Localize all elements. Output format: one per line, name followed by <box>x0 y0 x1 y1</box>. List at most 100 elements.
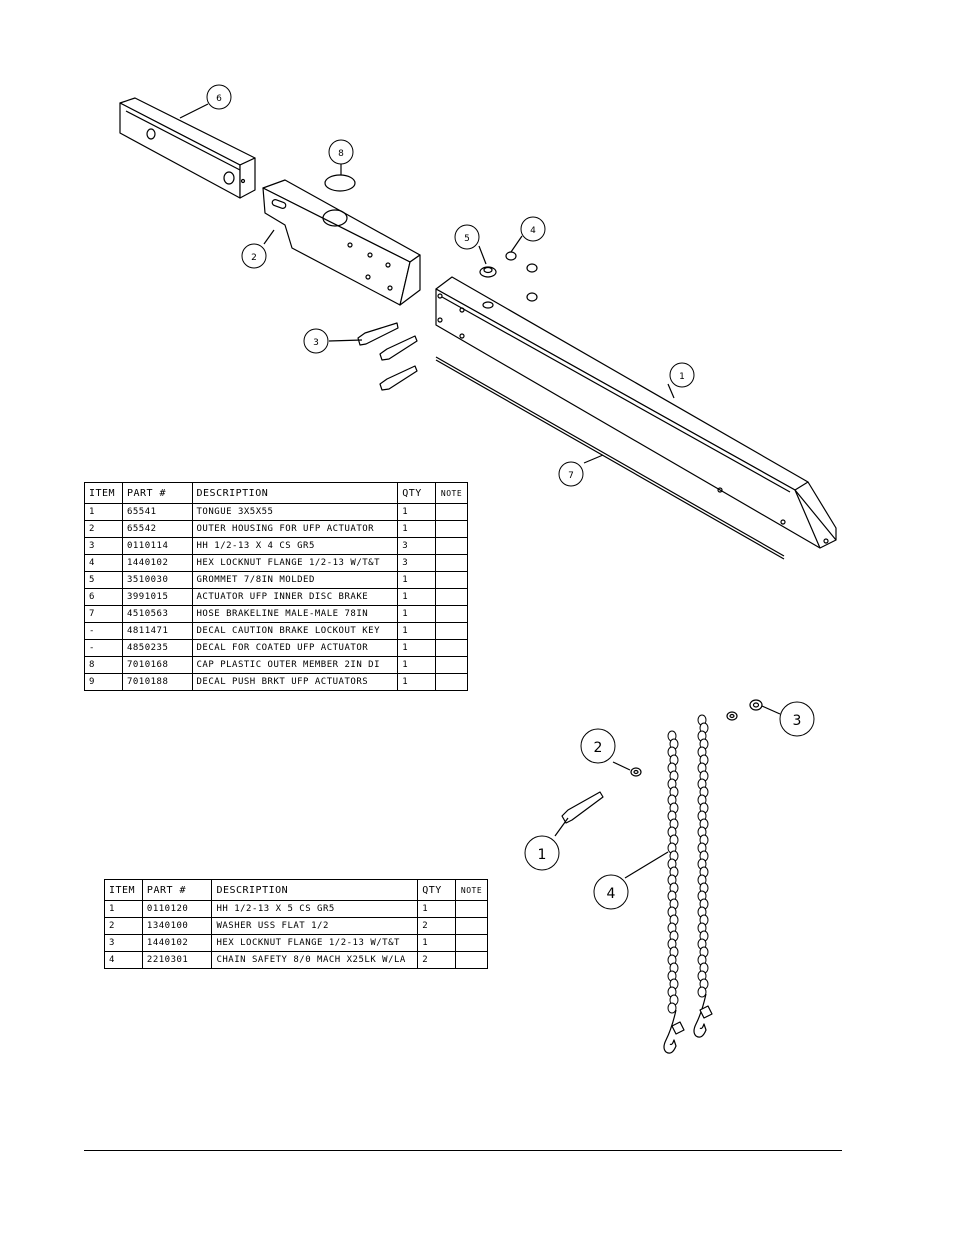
svg-text:1: 1 <box>538 847 547 863</box>
cell-description: DECAL CAUTION BRAKE LOCKOUT KEY <box>191 622 399 640</box>
cell-description: DECAL PUSH BRKT UFP ACTUATORS <box>191 673 399 691</box>
cell-qty: 2 <box>417 917 457 935</box>
cell-part-number: 7010188 <box>121 673 193 691</box>
cell-item: 7 <box>84 605 123 623</box>
callout-balloons-top: 6 8 2 5 4 3 1 7 <box>206 84 695 487</box>
cell-item: 3 <box>104 934 143 952</box>
cell-qty: 1 <box>397 503 437 521</box>
cell-item: 9 <box>84 673 123 691</box>
cell-item: 4 <box>104 951 143 969</box>
cell-item: 4 <box>84 554 123 572</box>
cell-note <box>435 554 468 572</box>
header-part-number: PART # <box>121 482 193 504</box>
bolt-parts <box>357 322 418 391</box>
svg-text:2: 2 <box>594 740 603 756</box>
callout-2: 2 <box>241 243 267 269</box>
cell-item: 2 <box>104 917 143 935</box>
cell-note <box>435 622 468 640</box>
grommet-part <box>479 266 497 278</box>
cell-item: - <box>84 639 123 657</box>
footer-rule <box>84 1150 842 1151</box>
callout-8: 8 <box>328 139 354 165</box>
svg-text:6: 6 <box>216 94 222 104</box>
cell-part-number: 0110114 <box>121 537 193 555</box>
cell-qty: 1 <box>417 934 457 952</box>
callout-4: 4 <box>520 216 546 242</box>
cell-part-number: 65542 <box>121 520 193 538</box>
table-header-row: ITEM PART # DESCRIPTION QTY NOTE <box>104 879 488 901</box>
cell-part-number: 4510563 <box>121 605 193 623</box>
cell-item: 8 <box>84 656 123 674</box>
cell-note <box>435 520 468 538</box>
header-description: DESCRIPTION <box>211 879 419 901</box>
chain-link <box>697 986 707 998</box>
cell-description: CAP PLASTIC OUTER MEMBER 2IN DI <box>191 656 399 674</box>
cell-note <box>435 588 468 606</box>
svg-text:3: 3 <box>793 713 802 729</box>
svg-text:2: 2 <box>251 253 257 263</box>
svg-text:3: 3 <box>313 338 319 348</box>
callout-1: 1 <box>669 362 695 388</box>
callout-4-bottom: 4 <box>593 874 629 910</box>
callout-5: 5 <box>454 224 480 250</box>
header-qty: QTY <box>417 879 457 901</box>
chain-link <box>667 1002 677 1014</box>
cell-qty: 1 <box>397 588 437 606</box>
cell-note <box>455 934 488 952</box>
cell-description: TONGUE 3X5X55 <box>191 503 399 521</box>
cell-note <box>435 673 468 691</box>
cell-description: HEX LOCKNUT FLANGE 1/2-13 W/T&T <box>191 554 399 572</box>
brake-hose-part <box>435 356 785 560</box>
header-description: DESCRIPTION <box>191 482 399 504</box>
plastic-cap-part <box>324 174 356 192</box>
cell-description: ACTUATOR UFP INNER DISC BRAKE <box>191 588 399 606</box>
cell-description: WASHER USS FLAT 1/2 <box>211 917 419 935</box>
cell-qty: 1 <box>397 656 437 674</box>
cell-part-number: 2210301 <box>141 951 213 969</box>
cell-qty: 2 <box>417 951 457 969</box>
cell-item: 1 <box>84 503 123 521</box>
cell-description: CHAIN SAFETY 8/0 MACH X25LK W/LA <box>211 951 419 969</box>
locknut-parts <box>505 251 538 302</box>
cell-note <box>435 605 468 623</box>
header-item: ITEM <box>84 482 123 504</box>
cell-note <box>455 951 488 969</box>
cell-note <box>435 537 468 555</box>
cell-item: - <box>84 622 123 640</box>
cell-description: HOSE BRAKELINE MALE-MALE 78IN <box>191 605 399 623</box>
safety-chain-parts <box>667 714 709 1014</box>
cell-part-number: 3510030 <box>121 571 193 589</box>
svg-text:5: 5 <box>464 234 470 244</box>
cell-note <box>435 656 468 674</box>
cell-item: 1 <box>104 900 143 918</box>
callout-3: 3 <box>303 328 329 354</box>
callout-6: 6 <box>206 84 232 110</box>
svg-text:4: 4 <box>607 886 616 902</box>
cell-item: 6 <box>84 588 123 606</box>
header-note: NOTE <box>455 879 488 901</box>
callout-2-bottom: 2 <box>580 728 616 764</box>
cell-qty: 1 <box>397 673 437 691</box>
cell-description: GROMMET 7/8IN MOLDED <box>191 571 399 589</box>
header-qty: QTY <box>397 482 437 504</box>
callout-3-bottom: 3 <box>779 701 815 737</box>
cell-description: HH 1/2-13 X 4 CS GR5 <box>191 537 399 555</box>
svg-text:4: 4 <box>530 226 536 236</box>
cell-qty: 1 <box>397 571 437 589</box>
cell-part-number: 1340100 <box>141 917 213 935</box>
header-note: NOTE <box>435 482 468 504</box>
cell-description: DECAL FOR COATED UFP ACTUATOR <box>191 639 399 657</box>
cell-part-number: 7010168 <box>121 656 193 674</box>
flat-washer-parts <box>630 711 738 777</box>
callout-1-bottom: 1 <box>524 835 560 871</box>
callout-balloons-bottom: 2 3 1 4 <box>524 701 815 910</box>
cell-note <box>435 571 468 589</box>
leader-lines-bottom <box>554 705 781 879</box>
